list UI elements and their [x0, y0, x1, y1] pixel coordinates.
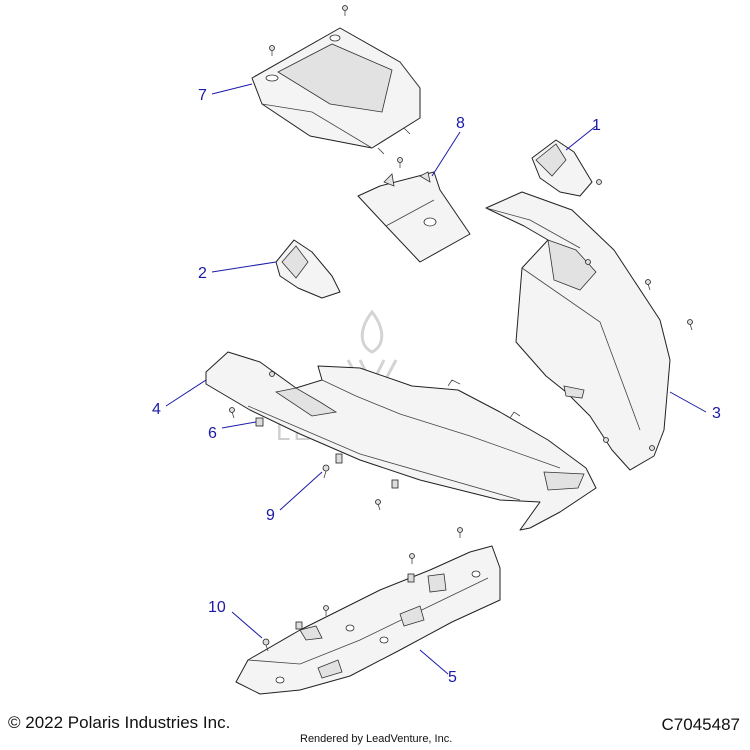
copyright-text: © 2022 Polaris Industries Inc.: [8, 713, 231, 732]
part-3-right-side-panel[interactable]: [485, 191, 671, 471]
callout-1[interactable]: 1: [592, 117, 601, 134]
callout-10[interactable]: 10: [208, 599, 226, 616]
screw-icon: [397, 157, 403, 168]
part-1-right-cap[interactable]: [531, 139, 602, 197]
part-8-center-panel[interactable]: [357, 171, 471, 263]
screw-icon: [269, 5, 348, 56]
drawing-number: C7045487: [661, 715, 740, 734]
part-5-lower-panel[interactable]: [235, 545, 501, 695]
part-4-left-side-panel[interactable]: [205, 351, 597, 531]
callout-8[interactable]: 8: [456, 115, 465, 132]
screw-icon: [323, 527, 463, 616]
part-6-clip[interactable]: [255, 417, 264, 427]
part-10-screw[interactable]: [262, 638, 270, 652]
rendered-by-text: Rendered by LeadVenture, Inc.: [300, 733, 453, 745]
screw-icon: [229, 407, 235, 419]
screw-icon: [375, 499, 381, 511]
leader-lines: [165, 83, 707, 675]
callout-5[interactable]: 5: [448, 669, 457, 686]
clip-icon: [335, 453, 399, 489]
callout-7[interactable]: 7: [198, 87, 207, 104]
callout-2[interactable]: 2: [198, 265, 207, 282]
part-2-left-cap[interactable]: [275, 239, 341, 299]
part-9-bolt[interactable]: [322, 464, 330, 479]
screw-icon: [603, 279, 693, 443]
callout-6[interactable]: 6: [208, 425, 217, 442]
part-7-console-cover[interactable]: [251, 27, 421, 155]
callout-3[interactable]: 3: [712, 405, 721, 422]
callout-9[interactable]: 9: [266, 507, 275, 524]
callout-4[interactable]: 4: [152, 401, 161, 418]
